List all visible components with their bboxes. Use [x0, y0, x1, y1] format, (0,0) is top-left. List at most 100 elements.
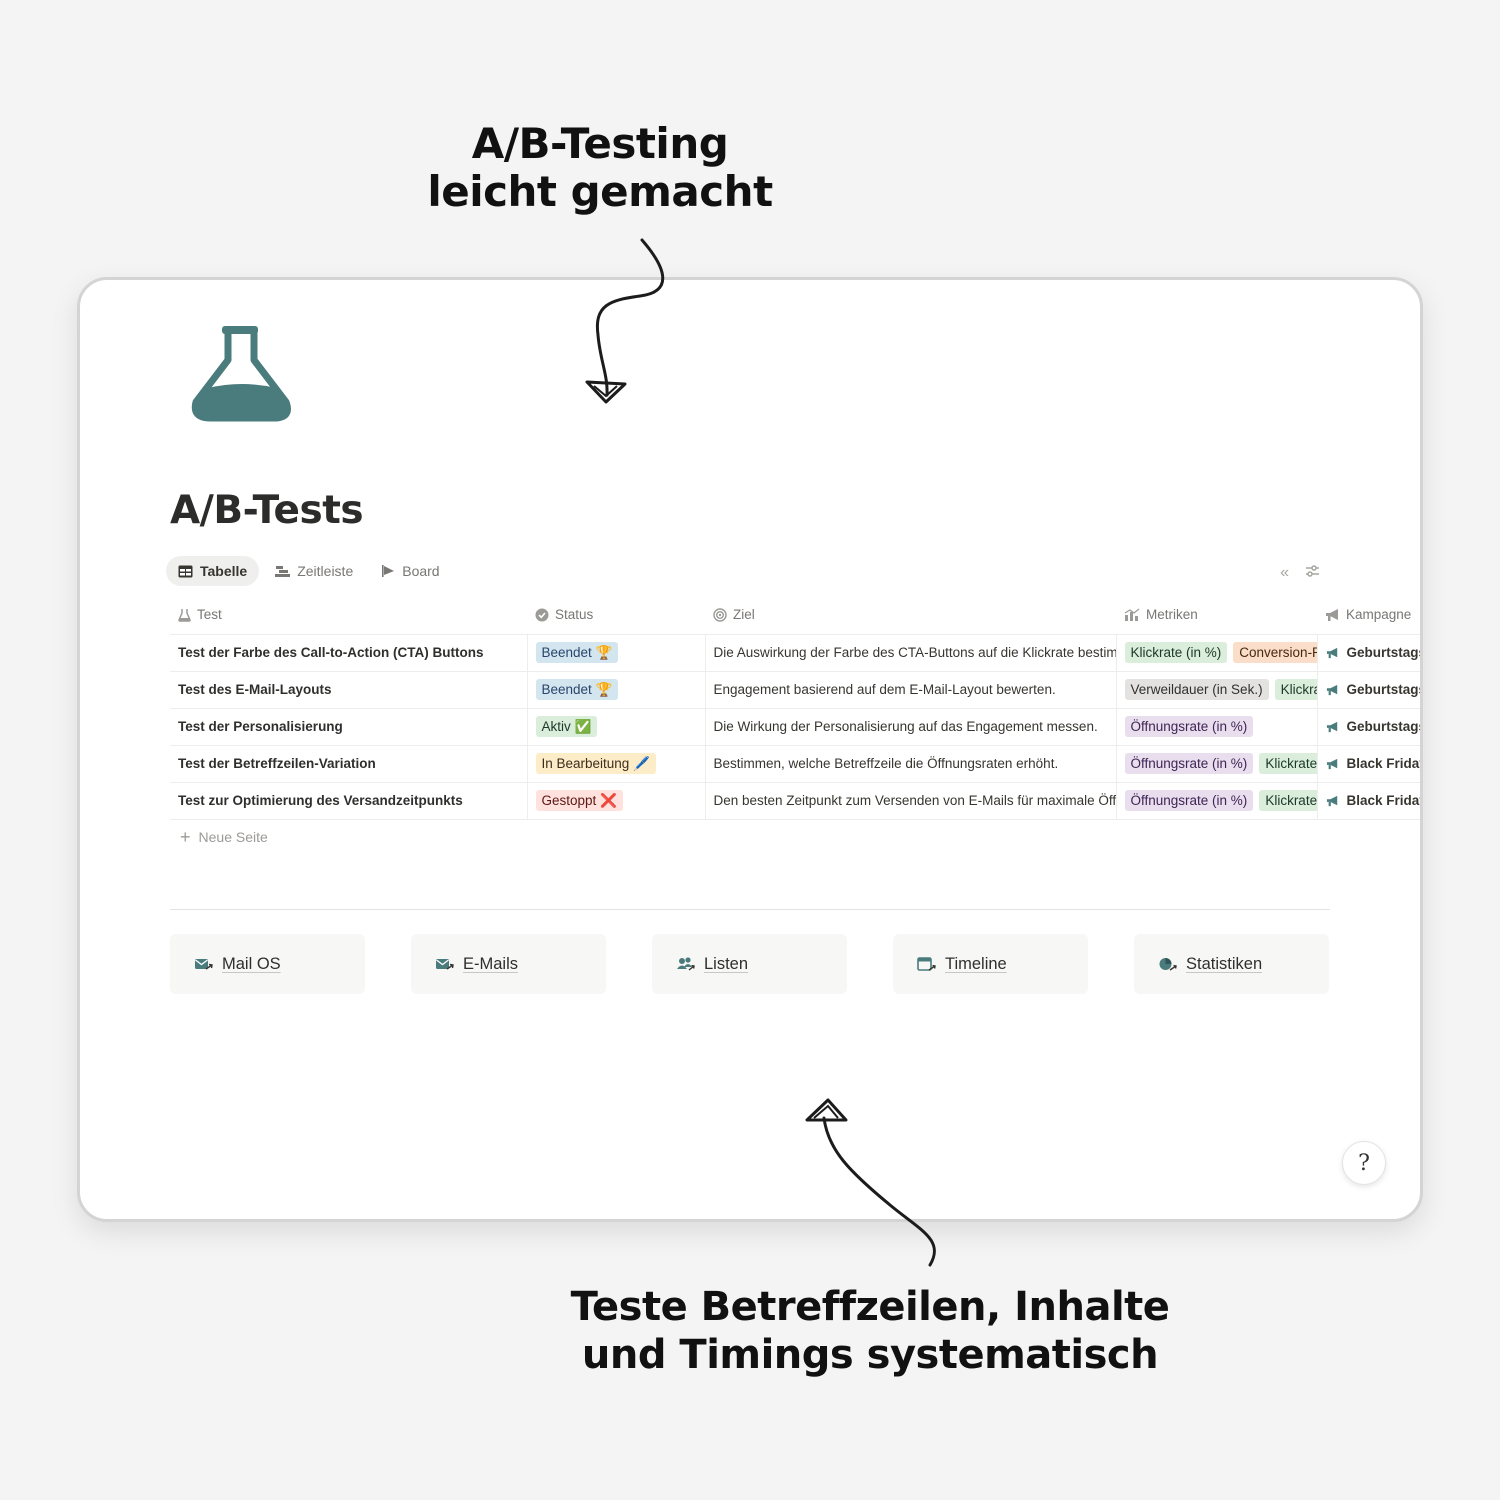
table-row[interactable]: Test des E-Mail-Layouts Beendet 🏆 Engageme… [170, 671, 1421, 709]
tab-zeitleiste[interactable]: Zeitleiste [263, 556, 365, 586]
cell-ziel[interactable]: Bestimmen, welche Betreffzeile die Öffnu… [705, 745, 1117, 783]
column-header-test[interactable]: Test [170, 596, 527, 635]
table-icon [178, 565, 193, 577]
mail-send-icon [195, 959, 213, 970]
metric-tag: Klickrate (in %) [1274, 679, 1316, 700]
table-row[interactable]: Test zur Optimierung des Versandzeitpunk… [170, 782, 1423, 820]
cell-metriken[interactable]: Öffnungsrate (in %) [1116, 708, 1318, 746]
megaphone-icon [1326, 648, 1337, 659]
link-e-mails[interactable]: E-Mails [411, 934, 606, 994]
link-statistiken-label: Statistiken [1186, 954, 1263, 973]
headline-top-line-1: A/B-Testing [471, 119, 729, 168]
column-header-metriken-label: Metriken [1146, 607, 1198, 623]
pie-chart-icon [1159, 958, 1177, 971]
cell-ziel[interactable]: Die Auswirkung der Farbe des CTA-Buttons… [705, 634, 1117, 672]
link-listen-label: Listen [704, 954, 749, 973]
cell-metriken[interactable]: Verweildauer (in Sek.)Klickrate (in %) [1116, 671, 1318, 709]
metric-tag: Klickrate (in %) [1259, 753, 1316, 774]
link-listen[interactable]: Listen [652, 934, 847, 994]
calendar-icon [917, 957, 936, 971]
cell-test[interactable]: Test der Farbe des Call-to-Action (CTA) … [170, 634, 528, 672]
column-header-ziel-label: Ziel [733, 607, 755, 623]
link-mail-os[interactable]: Mail OS [170, 934, 365, 994]
cell-test[interactable]: Test des E-Mail-Layouts [170, 671, 528, 709]
cell-status[interactable]: Gestoppt ❌ [527, 782, 706, 820]
view-tools: « [1280, 564, 1320, 582]
column-header-metriken[interactable]: Metriken [1116, 596, 1317, 635]
tab-zeitleiste-label: Zeitleiste [297, 563, 354, 579]
cell-ziel[interactable]: Engagement basierend auf dem E-Mail-Layo… [705, 671, 1117, 709]
table-row[interactable]: Test der Betreffzeilen-Variation In Bearb… [170, 745, 1423, 783]
new-page-button[interactable]: + Neue Seite [180, 827, 268, 847]
metric-tag: Öffnungsrate (in %) [1124, 753, 1254, 774]
column-header-status[interactable]: Status [527, 596, 705, 635]
cell-metriken[interactable]: Öffnungsrate (in %)Klickrate (in %) [1116, 782, 1318, 820]
timeline-icon [275, 565, 291, 577]
metric-tag: Conversion-Rate (in %) [1233, 642, 1316, 663]
cell-kampagne[interactable]: Black Friday [1317, 782, 1423, 820]
cell-kampagne[interactable]: Black Friday [1317, 745, 1423, 783]
ab-tests-table: Test Status Ziel Metriken Kampagne Test … [170, 596, 1423, 820]
tab-board[interactable]: Board [369, 556, 451, 586]
column-header-kampagne-label: Kampagne [1346, 607, 1412, 623]
metric-tag: Öffnungsrate (in %) [1124, 790, 1254, 811]
help-icon: ? [1358, 1150, 1370, 1176]
new-page-label: Neue Seite [198, 829, 268, 845]
cell-test[interactable]: Test zur Optimierung des Versandzeitpunk… [170, 782, 528, 820]
megaphone-icon [1326, 796, 1337, 807]
cell-kampagne[interactable]: Geburtstagsmailing [1317, 671, 1421, 709]
collapse-button[interactable]: « [1280, 564, 1289, 581]
cell-test[interactable]: Test der Betreffzeilen-Variation [170, 745, 528, 783]
cell-test[interactable]: Test der Personalisierung [170, 708, 528, 746]
megaphone-icon [1326, 722, 1337, 733]
campaign-link[interactable]: Black Friday [1346, 756, 1423, 771]
table-row[interactable]: Test der Personalisierung Aktiv ✅ Die Wirk… [170, 708, 1421, 746]
cell-ziel[interactable]: Die Wirkung der Personalisierung auf das… [705, 708, 1117, 746]
cell-kampagne[interactable]: Geburtstagsmailing [1317, 634, 1421, 672]
campaign-link[interactable]: Geburtstagsmailing [1346, 645, 1421, 660]
people-icon [677, 957, 695, 971]
cell-status[interactable]: In Bearbeitung 🖊️ [527, 745, 706, 783]
table-body: Test der Farbe des Call-to-Action (CTA) … [170, 634, 1423, 820]
campaign-link[interactable]: Geburtstagsmailing [1346, 682, 1421, 697]
status-badge: In Bearbeitung 🖊️ [535, 753, 656, 774]
table-row[interactable]: Test der Farbe des Call-to-Action (CTA) … [170, 634, 1421, 672]
flask-icon [178, 609, 191, 623]
status-badge: Beendet 🏆 [535, 679, 619, 700]
status-badge: Beendet 🏆 [535, 642, 619, 663]
cell-status[interactable]: Beendet 🏆 [527, 671, 706, 709]
notion-window: A/B-Tests Tabelle Zeitleiste Board « Tes… [77, 277, 1423, 1222]
link-timeline-label: Timeline [945, 954, 1007, 973]
target-icon [713, 608, 727, 623]
column-header-test-label: Test [197, 607, 222, 623]
status-icon [535, 608, 549, 622]
status-badge: Aktiv ✅ [535, 716, 598, 737]
metric-tag: Öffnungsrate (in %) [1124, 716, 1254, 737]
settings-icon[interactable] [1305, 564, 1320, 578]
headline-bottom-line-1: Teste Betreffzeilen, Inhalte [570, 1284, 1170, 1330]
cell-kampagne[interactable]: Geburtstagsmailing [1317, 708, 1421, 746]
chart-icon [1124, 609, 1140, 622]
campaign-link[interactable]: Black Friday [1346, 793, 1423, 808]
column-header-status-label: Status [555, 607, 594, 623]
cell-ziel[interactable]: Den besten Zeitpunkt zum Versenden von E… [705, 782, 1117, 820]
divider [170, 909, 1330, 910]
metric-tag: Klickrate (in %) [1259, 790, 1316, 811]
link-timeline[interactable]: Timeline [893, 934, 1088, 994]
megaphone-icon [1326, 685, 1337, 696]
cell-status[interactable]: Aktiv ✅ [527, 708, 706, 746]
tab-tabelle[interactable]: Tabelle [166, 556, 260, 586]
status-badge: Gestoppt ❌ [535, 790, 623, 811]
plus-icon: + [180, 827, 191, 847]
metric-tag: Verweildauer (in Sek.) [1124, 679, 1269, 700]
link-cards: Mail OS E-Mails Listen Timeline Statisti… [170, 934, 1329, 994]
link-statistiken[interactable]: Statistiken [1134, 934, 1329, 994]
help-button[interactable]: ? [1342, 1141, 1386, 1185]
column-header-ziel[interactable]: Ziel [705, 596, 1116, 635]
board-icon [382, 565, 395, 577]
campaign-link[interactable]: Geburtstagsmailing [1346, 719, 1421, 734]
cell-metriken[interactable]: Klickrate (in %)Conversion-Rate (in %) [1116, 634, 1318, 672]
cell-status[interactable]: Beendet 🏆 [527, 634, 706, 672]
cell-metriken[interactable]: Öffnungsrate (in %)Klickrate (in %) [1116, 745, 1318, 783]
column-header-kampagne[interactable]: Kampagne [1317, 596, 1420, 635]
